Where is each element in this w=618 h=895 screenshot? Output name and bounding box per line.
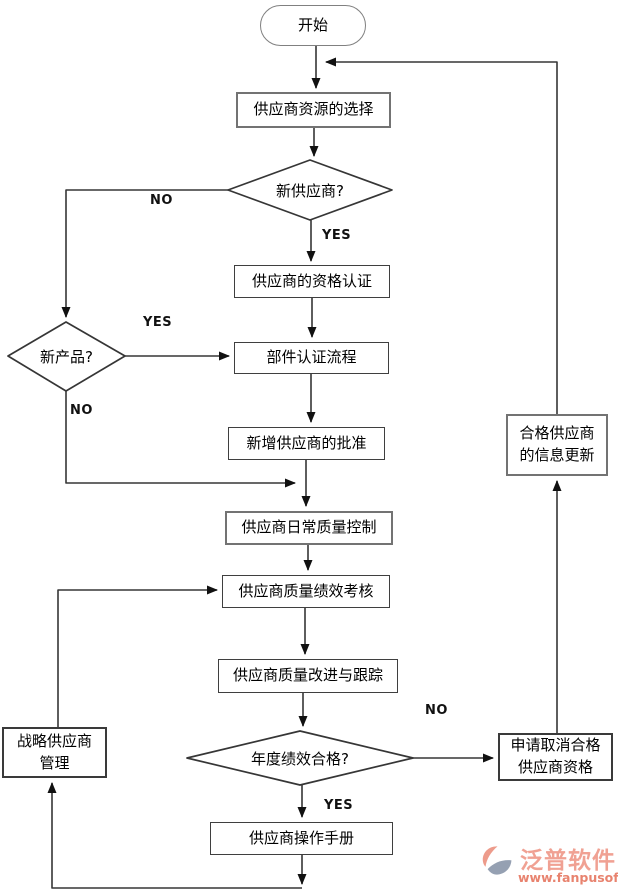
node-approval: 新增供应商的批准 bbox=[228, 427, 385, 460]
fanpu-logo-icon bbox=[482, 846, 512, 875]
edge-label-new-supplier-yes: YES bbox=[322, 228, 352, 243]
node-update-line2: 的信息更新 bbox=[519, 446, 595, 464]
edge-bottom-to-strategic bbox=[47, 782, 302, 889]
node-update: 合格供应商 的信息更新 bbox=[506, 414, 608, 476]
node-strategic-line1: 战略供应商 bbox=[16, 731, 92, 750]
fanpu-logo: 泛普软件 www.fanpusoft.com bbox=[478, 840, 618, 890]
node-component-cert-label: 部件认证流程 bbox=[266, 348, 357, 367]
node-manual-label: 供应商操作手册 bbox=[248, 828, 354, 847]
edge-new-product-no-merge bbox=[65, 391, 296, 488]
decision-new-supplier-shape bbox=[227, 159, 393, 221]
edge-label-annual-no: NO bbox=[425, 703, 448, 718]
node-improvement: 供应商质量改进与跟踪 bbox=[218, 659, 398, 693]
node-performance-label: 供应商质量绩效考核 bbox=[238, 581, 374, 600]
node-manual: 供应商操作手册 bbox=[210, 822, 393, 855]
edge-label-new-product-no: NO bbox=[70, 403, 93, 418]
edge-label-new-supplier-no: NO bbox=[150, 193, 173, 208]
edge-new-supplier-no-to-new-product bbox=[61, 189, 228, 318]
node-cancel-line2: 供应商资格 bbox=[517, 758, 593, 776]
decision-new-product-shape bbox=[7, 321, 126, 392]
node-qualification: 供应商的资格认证 bbox=[234, 265, 390, 298]
node-cancel: 申请取消合格 供应商资格 bbox=[498, 733, 613, 781]
node-select: 供应商资源的选择 bbox=[236, 92, 391, 128]
fanpu-logo-title: 泛普软件 bbox=[520, 848, 616, 874]
edge-strategic-to-performance bbox=[57, 585, 218, 727]
node-improvement-label: 供应商质量改进与跟踪 bbox=[232, 666, 383, 685]
node-start: 开始 bbox=[260, 5, 366, 46]
node-component-cert: 部件认证流程 bbox=[234, 342, 389, 374]
edge-label-annual-yes: YES bbox=[324, 798, 354, 813]
decision-annual-ok-shape bbox=[186, 730, 414, 786]
node-cancel-line1: 申请取消合格 bbox=[510, 736, 601, 755]
fanpu-logo-url: www.fanpusoft.com bbox=[518, 870, 618, 885]
node-daily-quality-label: 供应商日常质量控制 bbox=[241, 518, 377, 537]
edge-update-feedback-to-select bbox=[325, 57, 558, 414]
node-strategic-line2: 管理 bbox=[39, 753, 70, 772]
node-daily-quality: 供应商日常质量控制 bbox=[225, 511, 393, 545]
node-update-line1: 合格供应商 bbox=[519, 424, 595, 443]
node-qualification-label: 供应商的资格认证 bbox=[251, 271, 372, 290]
edge-label-new-product-yes: YES bbox=[143, 315, 173, 330]
node-performance: 供应商质量绩效考核 bbox=[222, 575, 390, 608]
node-start-label: 开始 bbox=[297, 15, 328, 34]
node-strategic: 战略供应商 管理 bbox=[2, 727, 107, 778]
node-select-label: 供应商资源的选择 bbox=[253, 100, 374, 119]
node-approval-label: 新增供应商的批准 bbox=[246, 433, 367, 452]
